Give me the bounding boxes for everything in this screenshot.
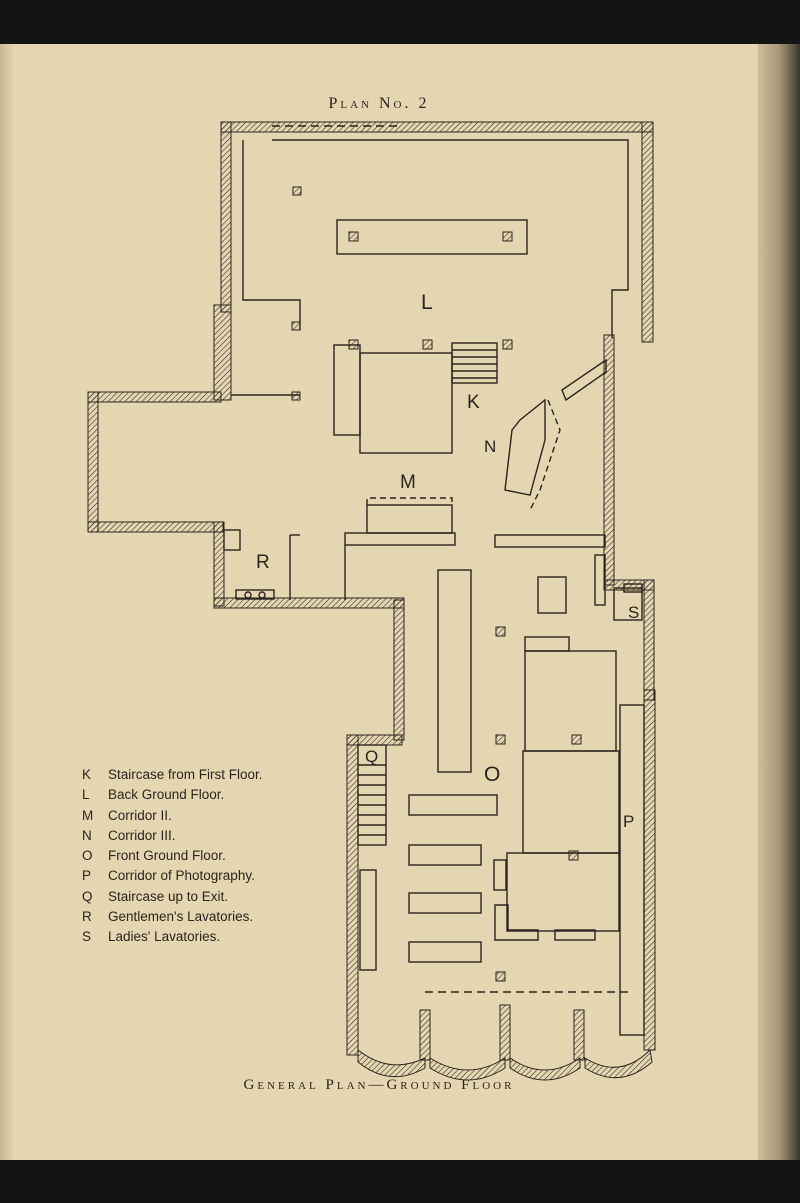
- label-Q: Q: [365, 747, 378, 766]
- legend-label: Corridor of Photography.: [108, 868, 255, 884]
- legend-row: L Back Ground Floor.: [82, 785, 263, 805]
- legend-label: Staircase up to Exit.: [108, 888, 229, 904]
- legend-key: N: [82, 827, 92, 843]
- legend-key: Q: [82, 888, 93, 904]
- label-O: O: [484, 763, 500, 786]
- legend-row: M Corridor II.: [82, 806, 263, 826]
- label-S: S: [628, 603, 639, 622]
- label-L: L: [421, 291, 433, 314]
- page-edge: [758, 44, 800, 1160]
- legend-key: L: [82, 787, 90, 803]
- label-K: K: [467, 392, 480, 413]
- legend-key: K: [82, 767, 92, 782]
- legend-key: P: [82, 868, 92, 884]
- plan-pillars: [291, 186, 582, 982]
- bay-windows: [357, 1004, 653, 1081]
- plan-legend: K Staircase from First Floor. L Back Gro…: [82, 765, 263, 948]
- plan-walls: [87, 121, 656, 1056]
- legend-row: P Corridor of Photography.: [82, 866, 263, 886]
- legend-label: Corridor III.: [108, 827, 176, 843]
- legend-label: Ladies' Lavatories.: [108, 929, 221, 945]
- label-P: P: [623, 812, 634, 831]
- label-R: R: [256, 552, 270, 573]
- legend-label: Gentlemen's Lavatories.: [108, 909, 254, 925]
- legend-key: O: [82, 848, 93, 864]
- plan-interior-lines: [223, 125, 645, 1036]
- legend-label: Staircase from First Floor.: [108, 767, 263, 782]
- legend-label: Back Ground Floor.: [108, 787, 225, 803]
- legend-key: R: [82, 909, 92, 925]
- legend-label: Front Ground Floor.: [108, 848, 226, 864]
- room-labels: L K N M R S Q O P: [256, 291, 639, 831]
- label-M: M: [400, 472, 416, 493]
- legend-row: N Corridor III.: [82, 826, 263, 846]
- legend-row: R Gentlemen's Lavatories.: [82, 907, 263, 927]
- legend-row: S Ladies' Lavatories.: [82, 927, 263, 947]
- legend-row: Q Staircase up to Exit.: [82, 887, 263, 907]
- legend-label: Corridor II.: [108, 807, 172, 823]
- legend-key: M: [82, 807, 94, 823]
- page-gutter-shadow: [0, 44, 14, 1160]
- legend-row: O Front Ground Floor.: [82, 846, 263, 866]
- label-N: N: [484, 437, 496, 456]
- legend-row: K Staircase from First Floor.: [82, 765, 263, 785]
- plan-title: Plan No. 2: [328, 95, 430, 112]
- plan-caption: General Plan—Ground Floor: [243, 1077, 515, 1093]
- legend-key: S: [82, 929, 92, 945]
